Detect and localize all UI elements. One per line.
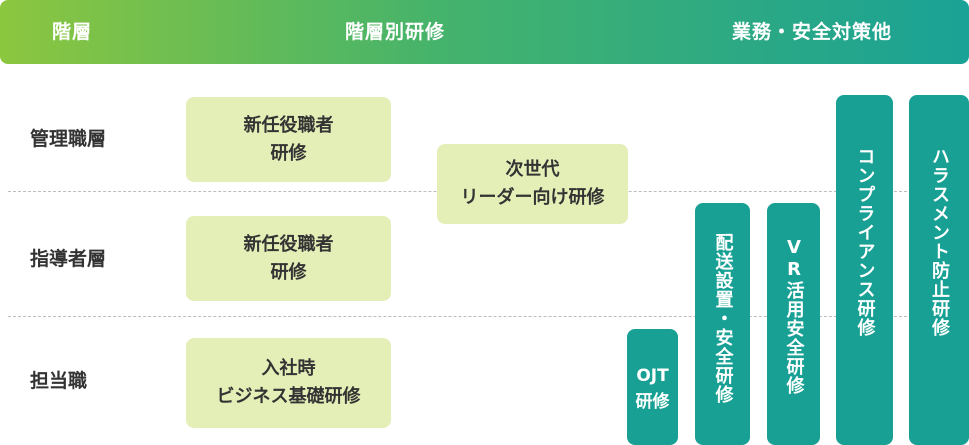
header-bar — [0, 0, 969, 64]
delivery-install-safety-box: 配送設置・安全研修 — [695, 203, 750, 445]
management-training-label: 新任役職者 研修 — [243, 114, 334, 164]
compliance-label: コンプライアンス研修 — [854, 147, 876, 337]
harassment-box: ハラスメント防止研修 — [909, 95, 969, 445]
next-gen-leader-box: 次世代 リーダー向け研修 — [437, 144, 628, 224]
management-training-box: 新任役職者 研修 — [186, 97, 391, 182]
header-level: 階層 — [52, 21, 93, 43]
ojt-training-label: OJT 研修 — [635, 366, 670, 412]
compliance-box: コンプライアンス研修 — [836, 95, 893, 445]
leader-training-label: 新任役職者 研修 — [243, 233, 334, 283]
header-tier-training: 階層別研修 — [345, 21, 446, 43]
delivery-install-safety-label: 配送設置・安全研修 — [712, 233, 734, 404]
header-business-safety: 業務・安全対策他 — [732, 21, 893, 43]
ojt-training-box: OJT 研修 — [627, 329, 678, 445]
row-divider — [8, 316, 962, 317]
new-hire-training-label: 入社時 ビジネス基礎研修 — [216, 358, 361, 407]
level-management: 管理職層 — [30, 128, 107, 150]
next-gen-leader-label: 次世代 リーダー向け研修 — [460, 159, 605, 208]
vr-safety-box: VR活用安全研修 — [767, 203, 820, 445]
new-hire-training-box: 入社時 ビジネス基礎研修 — [186, 338, 391, 428]
vr-safety-label: VR活用安全研修 — [783, 237, 805, 395]
level-leader: 指導者層 — [30, 248, 107, 270]
harassment-label: ハラスメント防止研修 — [929, 147, 950, 337]
leader-training-box: 新任役職者 研修 — [186, 216, 391, 301]
level-staff: 担当職 — [30, 370, 88, 392]
